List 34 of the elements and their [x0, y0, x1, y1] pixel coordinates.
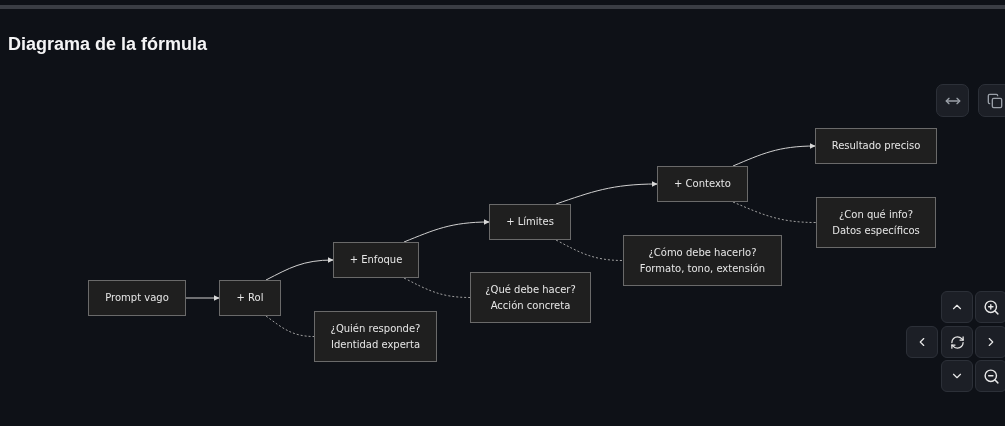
process-box: [489, 204, 571, 240]
node-label: Prompt vago: [105, 292, 169, 304]
dashed-connector: [732, 201, 817, 223]
process-box: [816, 197, 936, 248]
process-box: [314, 311, 437, 362]
process-box: [219, 280, 281, 316]
process-box: [657, 166, 748, 202]
arrow: [403, 219, 490, 243]
node-label: ¿Con qué info?: [839, 208, 913, 221]
node-label: Resultado preciso: [831, 140, 921, 152]
dashed-connector: [403, 277, 471, 298]
arrow: [732, 143, 816, 167]
dashed-connector: [265, 315, 315, 337]
diagram-title: Diagrama de la fórmula: [8, 34, 208, 55]
node-label: + Rol: [236, 292, 264, 304]
node-label: Datos específicos: [832, 224, 920, 237]
node-label: + Enfoque: [349, 254, 403, 266]
node-label: + Contexto: [674, 178, 731, 190]
node-label: ¿Quién responde?: [330, 322, 421, 335]
node-label: ¿Qué debe hacer?: [485, 283, 576, 296]
node-label: Identidad experta: [330, 338, 420, 351]
process-box: [470, 272, 591, 323]
arrow: [555, 181, 658, 205]
process-box: [333, 242, 419, 278]
process-box: [815, 128, 937, 164]
arrow: [265, 257, 334, 281]
process-box: [88, 280, 186, 316]
node-label: Formato, tono, extensión: [639, 262, 766, 275]
process-box: [623, 235, 782, 286]
node-label: Acción concreta: [490, 299, 571, 312]
dashed-connector: [555, 239, 624, 261]
node-label: + Límites: [506, 216, 554, 228]
node-label: ¿Cómo debe hacerlo?: [648, 246, 757, 259]
arrow: [185, 295, 220, 301]
